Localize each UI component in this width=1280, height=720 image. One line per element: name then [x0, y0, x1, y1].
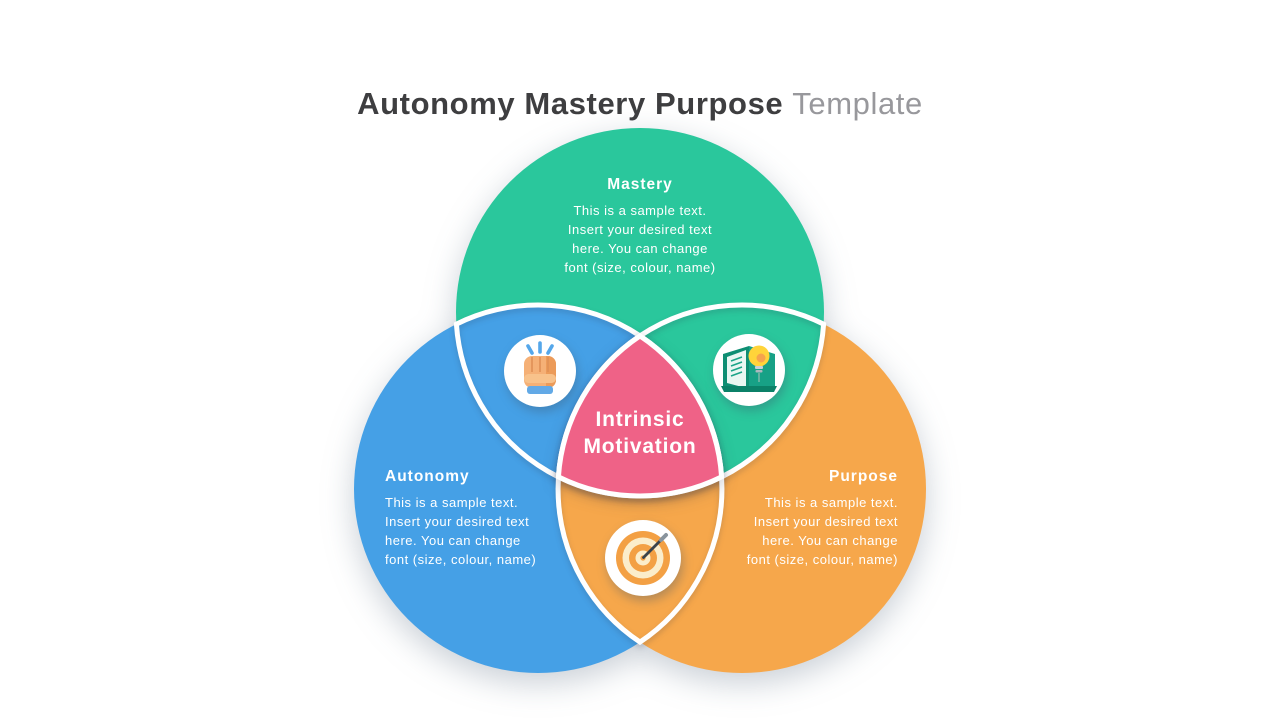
- mastery-label: Mastery: [607, 176, 673, 193]
- mastery-text-line: font (size, colour, name): [564, 260, 716, 275]
- mastery-text-line: This is a sample text.: [573, 203, 707, 218]
- center-intersection-label: Intrinsic Motivation: [540, 406, 740, 460]
- autonomy-section: Autonomy This is a sample text. Insert y…: [385, 468, 595, 569]
- purpose-text-line: Insert your desired text: [753, 514, 898, 529]
- center-label-line: Motivation: [583, 435, 697, 458]
- purpose-text-line: here. You can change: [762, 533, 898, 548]
- autonomy-text-line: font (size, colour, name): [385, 552, 537, 567]
- autonomy-text-line: here. You can change: [385, 533, 521, 548]
- title-main: Autonomy Mastery Purpose: [357, 85, 784, 121]
- open-book-lightbulb-icon: [713, 334, 785, 406]
- purpose-section: Purpose This is a sample text. Insert yo…: [688, 468, 898, 569]
- center-intersection-shape: [555, 332, 725, 499]
- mastery-text-line: here. You can change: [572, 241, 708, 256]
- autonomy-text-line: This is a sample text.: [385, 495, 519, 510]
- mastery-text-line: Insert your desired text: [567, 222, 713, 237]
- venn-circles-group: [354, 128, 926, 673]
- purpose-text-line: This is a sample text.: [764, 495, 898, 510]
- purpose-label: Purpose: [828, 468, 898, 485]
- dartboard-target-icon: [605, 520, 681, 596]
- raised-fist-icon: [504, 335, 576, 407]
- title-suffix: Template: [792, 85, 923, 121]
- center-label-line: Intrinsic: [595, 408, 685, 431]
- mastery-section: Mastery This is a sample text. Insert yo…: [510, 176, 770, 277]
- purpose-text-line: font (size, colour, name): [746, 552, 898, 567]
- autonomy-label: Autonomy: [385, 468, 470, 485]
- autonomy-text-line: Insert your desired text: [385, 514, 530, 529]
